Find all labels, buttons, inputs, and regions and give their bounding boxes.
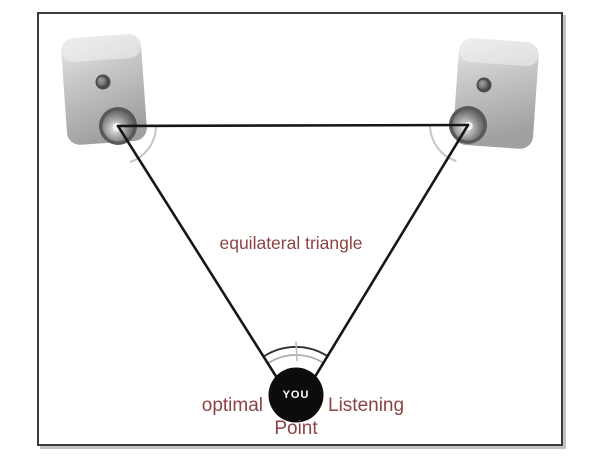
left-speaker-icon (61, 34, 147, 145)
listening-label: Listening (328, 395, 405, 416)
right-angle-arc (429, 125, 457, 163)
you-label: YOU (282, 389, 310, 401)
listening-point-circle (268, 367, 324, 423)
triangle-top-side (116, 123, 470, 128)
triangle-right-side (294, 123, 470, 410)
equilateral-triangle-label: equilateral triangle (219, 233, 363, 253)
left-angle-arc (129, 126, 157, 164)
listening-angle-tick (295, 341, 298, 362)
point-label: Point (274, 418, 318, 439)
listening-angle-arc-outer (263, 346, 328, 357)
triangle-left-side (116, 124, 298, 410)
optimal-label: optimal (201, 395, 263, 416)
listening-angle-arc-inner (268, 354, 324, 364)
